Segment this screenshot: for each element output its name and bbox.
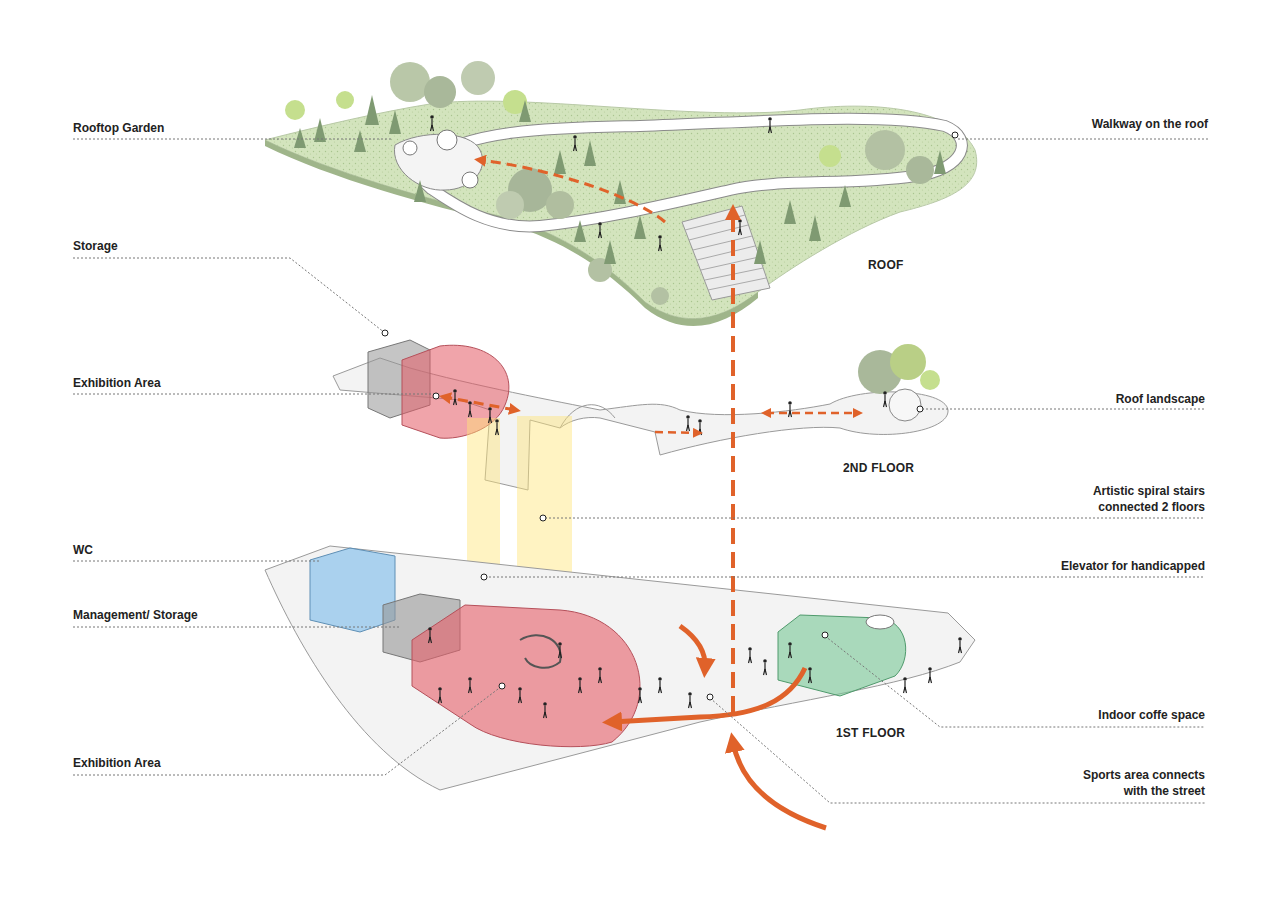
callout-label: Exhibition Area	[73, 755, 161, 771]
person-figure	[738, 219, 742, 235]
person-figure	[468, 677, 472, 693]
callout-label: Management/ Storage	[73, 607, 198, 623]
roof-walkway	[394, 119, 961, 227]
person-figure	[788, 642, 792, 658]
person-figure	[688, 692, 692, 708]
person-figure	[763, 659, 767, 675]
person-figure	[658, 677, 662, 693]
callout-label: Roof landscape	[1116, 391, 1205, 407]
callout-label: Walkway on the roof	[1092, 116, 1208, 132]
person-figure	[578, 677, 582, 693]
person-figure	[808, 667, 812, 683]
roof-trees	[285, 61, 946, 305]
leader-dots	[382, 132, 958, 700]
callout-label: Artistic spiral stairs connected 2 floor…	[1065, 483, 1205, 515]
person-figure	[543, 702, 547, 718]
person-figure	[428, 627, 432, 643]
person-figure	[768, 117, 772, 133]
person-figure	[658, 235, 662, 251]
person-figure	[495, 419, 499, 435]
roof-stairs	[682, 206, 770, 300]
roof-plate	[265, 101, 977, 326]
person-figure	[748, 647, 752, 663]
person-figure	[686, 415, 690, 431]
floor-label: ROOF	[868, 257, 903, 273]
person-figure	[518, 687, 522, 703]
callout-label: Storage	[73, 238, 118, 254]
person-figure	[788, 401, 792, 417]
circulation-arrows	[445, 160, 858, 828]
first-floor-rooms	[310, 548, 906, 747]
person-figure	[958, 637, 962, 653]
person-figure	[698, 419, 702, 435]
callout-label: Exhibition Area	[73, 375, 161, 391]
person-figure	[928, 667, 932, 683]
floor-label: 2ND FLOOR	[843, 460, 914, 476]
callout-label: Rooftop Garden	[73, 120, 164, 136]
person-figure	[453, 389, 457, 405]
person-figure	[598, 222, 602, 238]
callout-label: Indoor coffe space	[1098, 707, 1205, 723]
person-figure	[573, 135, 577, 151]
person-figure	[430, 115, 434, 131]
callout-label: WC	[73, 542, 93, 558]
person-figure	[468, 401, 472, 417]
second-floor-rooms	[368, 340, 940, 438]
leader-lines	[73, 139, 1208, 803]
callout-label: Sports area connects with the street	[1060, 767, 1205, 799]
callout-label: Elevator for handicapped	[1061, 558, 1205, 574]
person-figure	[438, 687, 442, 703]
person-figure	[638, 687, 642, 703]
people	[428, 115, 962, 718]
person-figure	[903, 677, 907, 693]
person-figure	[488, 407, 492, 423]
floor-label: 1ST FLOOR	[836, 725, 905, 741]
person-figure	[883, 391, 887, 407]
person-figure	[558, 642, 562, 658]
first-floor-plate	[265, 546, 975, 790]
person-figure	[598, 667, 602, 683]
